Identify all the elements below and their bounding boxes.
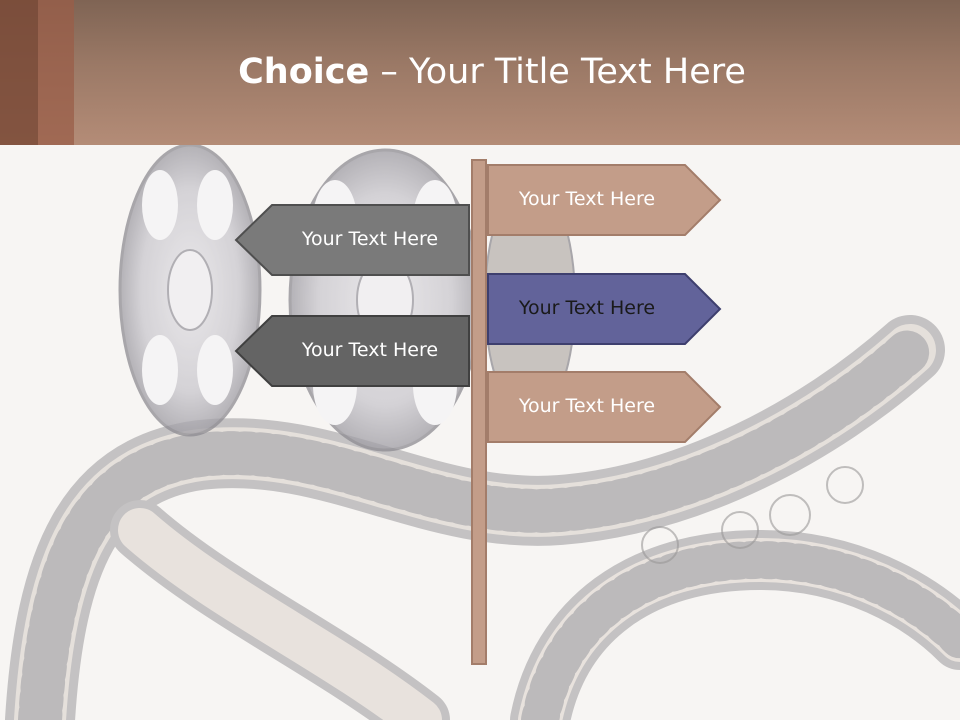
signpost-pole	[471, 159, 487, 665]
header-accent-dark	[0, 0, 38, 145]
slide-title[interactable]: Choice – Your Title Text Here	[0, 52, 960, 92]
sign-right-top-label: Your Text Here	[518, 188, 656, 210]
header-accent-light	[38, 0, 74, 145]
sign-left-top[interactable]: Your Text Here	[234, 204, 471, 276]
sign-right-bottom[interactable]: Your Text Here	[487, 371, 722, 443]
arrow-left-shape	[234, 315, 470, 387]
slide-title-bold: Choice	[238, 52, 370, 92]
sign-left-top-label: Your Text Here	[301, 228, 439, 250]
sign-right-bottom-label: Your Text Here	[518, 395, 656, 417]
sign-right-top[interactable]: Your Text Here	[487, 164, 722, 236]
title-bar	[0, 0, 960, 145]
arrow-right-shape	[487, 273, 722, 345]
sign-right-middle[interactable]: Your Text Here	[487, 273, 722, 345]
sign-right-middle-label: Your Text Here	[518, 297, 656, 319]
sign-left-bottom-label: Your Text Here	[301, 339, 439, 361]
slide-title-rest: – Your Title Text Here	[369, 52, 746, 92]
arrow-right-shape	[487, 371, 722, 443]
arrow-right-shape	[487, 164, 722, 236]
sign-left-bottom[interactable]: Your Text Here	[234, 315, 471, 387]
arrow-left-shape	[234, 204, 470, 276]
